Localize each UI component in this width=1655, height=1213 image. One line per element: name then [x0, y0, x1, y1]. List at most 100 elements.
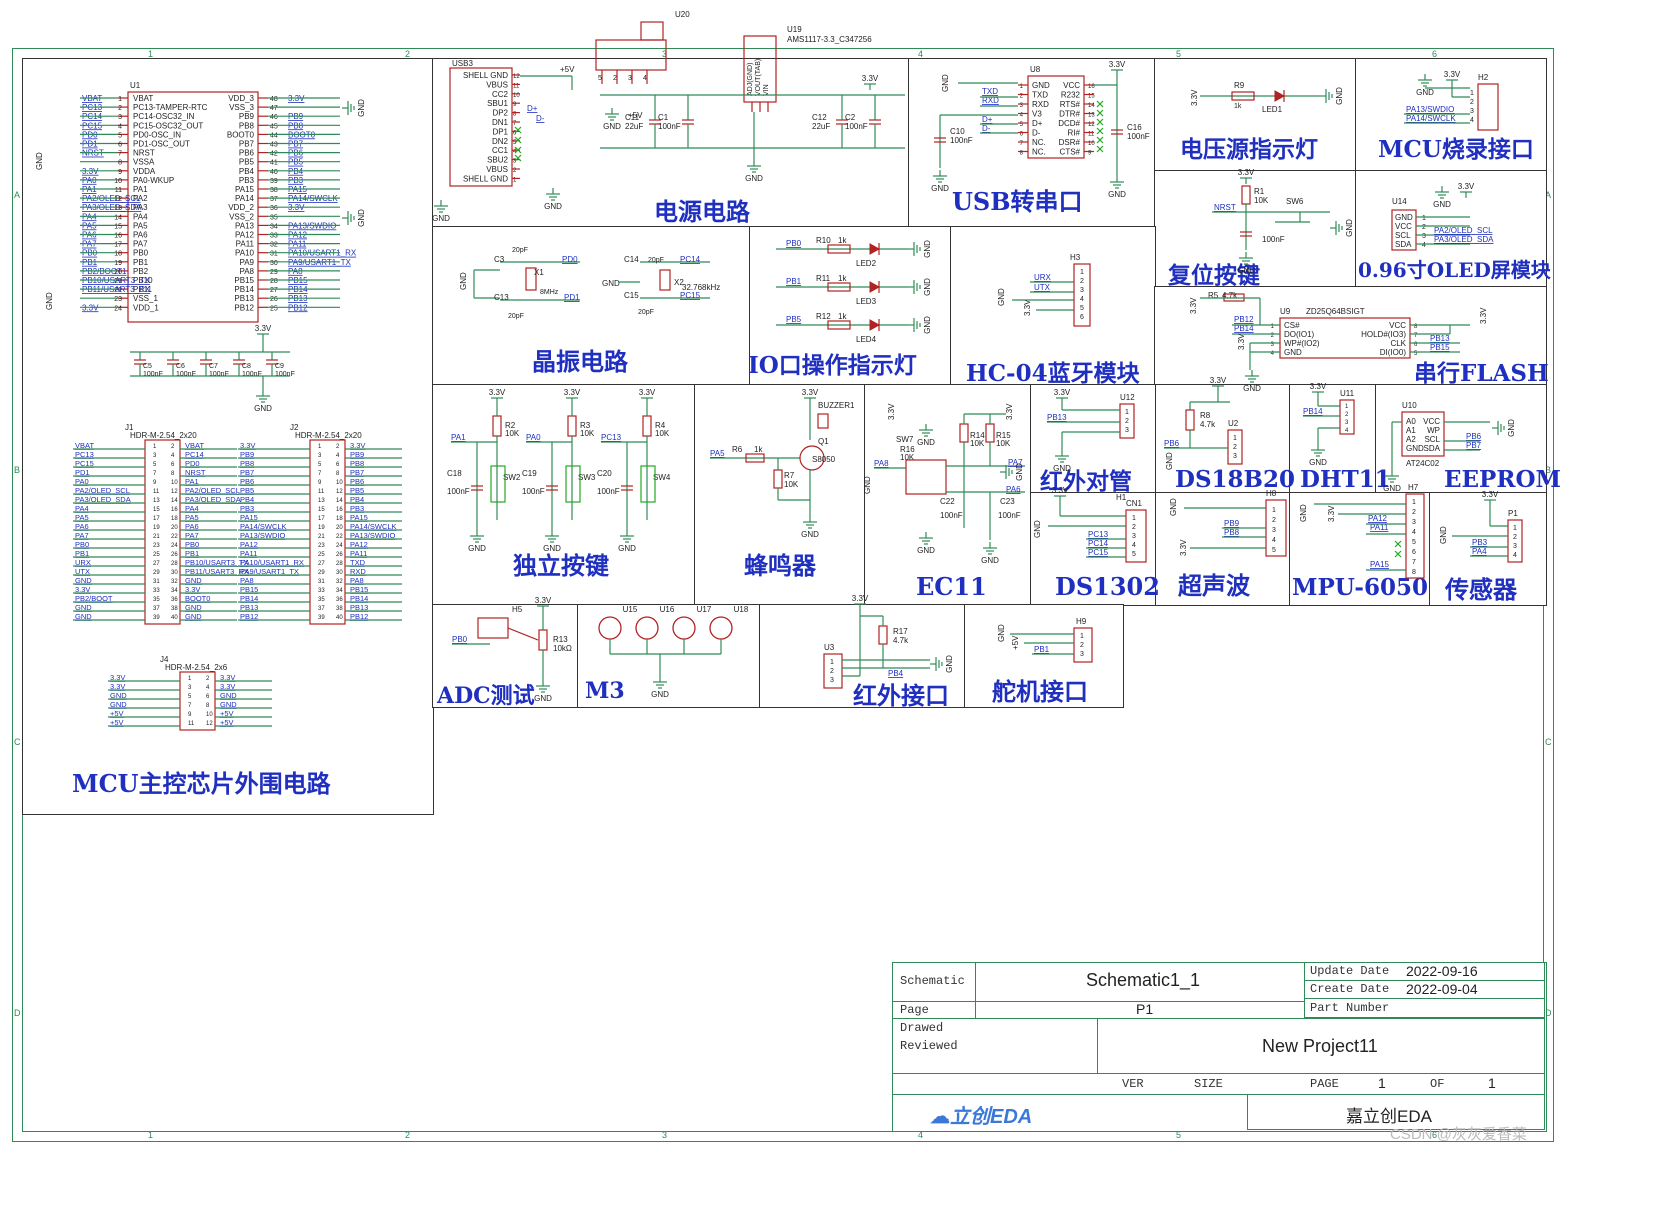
j4-left-net: +5V [110, 709, 124, 718]
h7-int: PA15 [1370, 560, 1390, 569]
u1-pin-num: 47 [270, 105, 278, 112]
decap-val: 100nF [176, 371, 196, 378]
ioled-ref: LED4 [856, 335, 877, 344]
j1-pin-num: 16 [171, 507, 178, 513]
j1-right-net: PA5 [185, 513, 199, 522]
decap-ref: C9 [275, 363, 284, 370]
#b22222 [959, 423, 969, 443]
reset-gnd2: GND [1345, 219, 1354, 237]
c23-val: 100nF [998, 511, 1021, 520]
j1-left-net: PA3/OLED_SDA [75, 495, 131, 504]
usb3-gnd-right: GND [544, 202, 562, 211]
u20-5v: +5V [628, 111, 643, 120]
grid-row-a: A [14, 190, 21, 200]
u8-pin-num: 11 [1088, 132, 1095, 138]
j2-left-net: PB5 [240, 486, 254, 495]
nc-mark [1096, 136, 1104, 144]
u1-pin-num: 33 [270, 233, 278, 240]
#b22222 [745, 453, 765, 463]
u14-pin-num: 3 [1422, 233, 1426, 240]
j4-pin-num: 4 [206, 685, 210, 691]
cn1-body [1125, 509, 1147, 563]
u1-pin-num: 8 [118, 160, 122, 167]
j2-left-net: PB13 [240, 603, 258, 612]
j1-left-net: PA0 [75, 477, 89, 486]
panel-sensor [1429, 492, 1547, 606]
h9-net: PB1 [1034, 645, 1050, 654]
reset-nrst: NRST [1214, 203, 1236, 212]
u1-pin-num: 28 [270, 278, 278, 285]
j1-pin-num: 34 [171, 588, 178, 594]
u9-pin: WP#(IO2) [1284, 339, 1320, 348]
h2-swdio: PA13/SWDIO [1406, 105, 1454, 114]
logo-text: 立创EDA [950, 1106, 1033, 1128]
pwr-cap-ref: C2 [845, 113, 856, 122]
u1-pin-name: PA11 [236, 240, 255, 249]
h3-gnd: GND [997, 288, 1006, 306]
ioled-net: PB5 [786, 315, 802, 324]
usb3-pin-num: 12 [513, 74, 520, 80]
title-flash: 串行FLASH [1414, 360, 1549, 387]
h1-ref: H1 [1116, 493, 1127, 502]
c15-ref: C15 [624, 291, 639, 300]
nc-mark [514, 146, 522, 154]
q1-part: S8050 [812, 455, 836, 464]
#b22222 [827, 244, 851, 254]
u1-pin-name: PB1 [133, 258, 149, 267]
tb-size-label: SIZE [1194, 1077, 1223, 1091]
key-switch [490, 465, 506, 503]
j2-pin-num: 37 [318, 606, 325, 612]
u1-pin-num: 46 [270, 114, 278, 121]
u2-pin-num: 1 [1233, 435, 1237, 442]
j1-left-net: PA6 [75, 522, 89, 531]
u10-scl: PB6 [1466, 432, 1482, 441]
usb3-body [449, 67, 513, 187]
j4-pin-num: 1 [188, 676, 192, 682]
u8-dp: D+ [982, 115, 993, 124]
u10-body [1401, 411, 1445, 457]
p1-pb3: PB3 [1472, 538, 1488, 547]
ioled-led [869, 281, 881, 293]
u1-gnd-right2: GND [357, 209, 366, 227]
tb-reviewed-label: Reviewed [900, 1039, 958, 1053]
u9-pin-num: 2 [1271, 333, 1275, 339]
u2-body [1227, 429, 1243, 465]
decap-val: 100nF [275, 371, 295, 378]
h3-pin-num: 4 [1080, 296, 1084, 303]
j4-pin-num: 10 [206, 712, 213, 718]
c3-val: 20pF [512, 247, 528, 254]
u1-pin-num: 27 [270, 287, 278, 294]
j1-pin-num: 4 [171, 453, 175, 459]
h8-pb9: PB9 [1224, 519, 1240, 528]
pwr-vcc: 3.3V [862, 74, 879, 83]
r8-val: 4.7k [1200, 420, 1216, 429]
grid-row-b-right: B [1545, 465, 1552, 475]
u20-ref: U20 [675, 10, 690, 19]
j2-left-net: PB8 [240, 459, 254, 468]
x1-val: 8MHz [540, 289, 559, 296]
j1-left-net: GND [75, 603, 92, 612]
h2-vcc: 3.3V [1444, 70, 1461, 79]
u8-pin-num: 15 [1088, 94, 1095, 100]
key-rv: 10K [580, 429, 595, 438]
u1-pin-num: 38 [270, 187, 278, 194]
h7-pin-num: 5 [1412, 539, 1416, 546]
c15-val: 20pF [638, 309, 654, 316]
j2-right-net: PA15 [350, 513, 368, 522]
x2-ref: X2 [674, 278, 684, 287]
j2-right-net: PB9 [350, 450, 364, 459]
decap-val: 100nF [242, 371, 262, 378]
u9-pin-num: 3 [1271, 342, 1275, 348]
u10-ref: U10 [1402, 401, 1417, 410]
u20-body [595, 39, 667, 71]
j2-left-net: PA13/SWDIO [240, 531, 285, 540]
u9-pin-num: 4 [1271, 351, 1275, 357]
u8-gnd-label: GND [941, 74, 950, 92]
cn1-pin-num: 1 [1132, 515, 1136, 522]
j2-right-net: PA12 [350, 540, 368, 549]
u12-net: PB13 [1047, 413, 1067, 422]
key-cv: 100nF [522, 487, 545, 496]
panel-reset [1154, 170, 1357, 288]
r7-ref: R7 [784, 471, 795, 480]
h9-ref: H9 [1076, 617, 1087, 626]
